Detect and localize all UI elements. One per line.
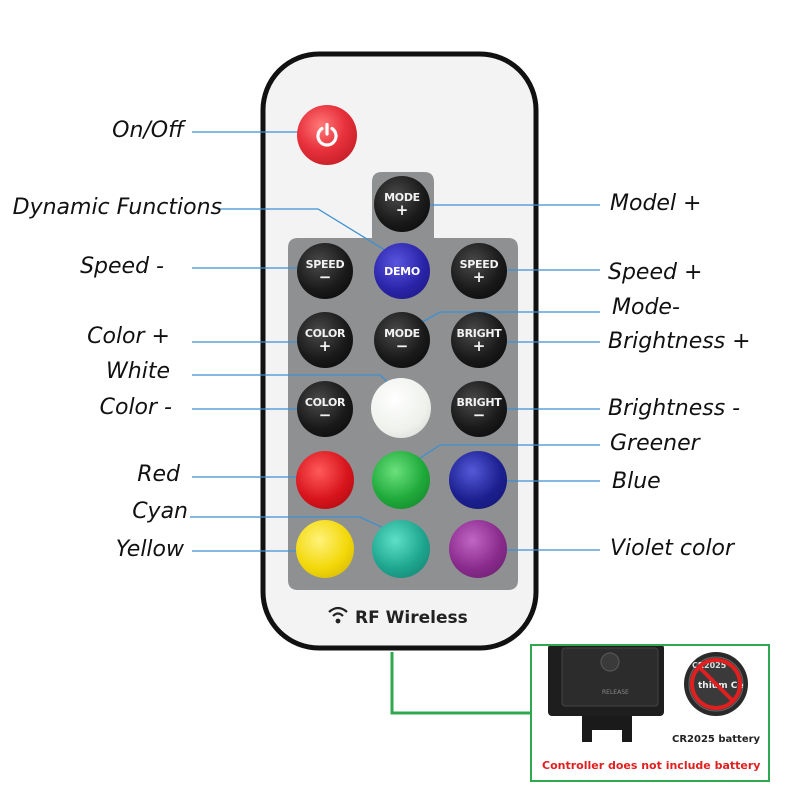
speed-plus-sign: + — [472, 267, 486, 286]
label-dynamic-functions: Dynamic Functions — [12, 195, 222, 220]
label-cyan: Cyan — [132, 499, 188, 524]
label-yellow: Yellow — [115, 537, 184, 562]
mode-plus-sign: + — [395, 200, 409, 219]
demo-label: DEMO — [384, 264, 420, 278]
rf-wireless-brand: RF Wireless — [355, 608, 468, 628]
bright-minus-sign: − — [472, 405, 486, 424]
coin-model-text: CR2025 — [692, 661, 727, 670]
label-mode-minus: Mode- — [612, 295, 680, 320]
color-minus-sign: − — [318, 405, 332, 424]
violet-button[interactable] — [449, 520, 507, 578]
mode-minus-label: MODE — [384, 326, 420, 340]
label-white: White — [106, 359, 170, 384]
label-on-off: On/Off — [112, 118, 184, 143]
bright-minus-label: BRIGHT — [456, 395, 502, 409]
speed-minus-sign: − — [318, 267, 332, 286]
speed-minus-button[interactable]: SPEED − — [297, 243, 353, 299]
battery-inset-drawing: RELEASE CR2025 thium Ce — [548, 646, 748, 742]
yellow-button[interactable] — [296, 520, 354, 578]
speed-plus-button[interactable]: SPEED + — [451, 243, 507, 299]
blue-button[interactable] — [449, 451, 507, 509]
speed-minus-label: SPEED — [305, 257, 345, 271]
white-button[interactable] — [371, 378, 431, 438]
label-speed-plus: Speed + — [608, 260, 703, 285]
compartment-release-text: RELEASE — [602, 689, 629, 696]
power-icon — [316, 122, 338, 147]
battery-coin-icon: CR2025 thium Ce — [684, 652, 748, 716]
label-model-plus: Model + — [610, 191, 702, 216]
color-plus-sign: + — [318, 336, 332, 355]
color-minus-button[interactable]: COLOR − — [297, 381, 353, 437]
label-brightness-minus: Brightness - — [608, 396, 741, 421]
label-blue: Blue — [612, 469, 661, 494]
bright-plus-button[interactable]: BRIGHT + — [451, 312, 507, 368]
battery-inset: RELEASE CR2025 thium Ce CR2025 battery C… — [530, 644, 770, 782]
mode-plus-label: MODE — [384, 190, 420, 204]
inset-connector — [390, 652, 532, 715]
power-button[interactable] — [297, 105, 357, 165]
label-brightness-plus: Brightness + — [608, 329, 751, 354]
color-minus-label: COLOR — [304, 395, 346, 409]
color-plus-label: COLOR — [304, 326, 346, 340]
bright-minus-button[interactable]: BRIGHT − — [451, 381, 507, 437]
bright-plus-label: BRIGHT — [456, 326, 502, 340]
red-button[interactable] — [296, 451, 354, 509]
cyan-button[interactable] — [372, 520, 430, 578]
mode-minus-button[interactable]: MODE − — [374, 312, 430, 368]
label-color-minus: Color - — [99, 395, 172, 420]
label-speed-minus: Speed - — [80, 254, 164, 279]
label-red: Red — [137, 462, 180, 487]
mode-minus-sign: − — [395, 336, 409, 355]
battery-type-label: CR2025 battery — [672, 734, 761, 745]
wireless-icon — [328, 606, 348, 624]
bright-plus-sign: + — [472, 336, 486, 355]
label-violet-color: Violet color — [610, 536, 735, 561]
color-plus-button[interactable]: COLOR + — [297, 312, 353, 368]
mode-plus-button[interactable]: MODE + — [374, 176, 430, 232]
green-button[interactable] — [372, 451, 430, 509]
battery-tray — [582, 716, 632, 742]
label-color-plus: Color + — [87, 324, 170, 349]
battery-notice: Controller does not include battery — [542, 759, 761, 772]
demo-button[interactable]: DEMO — [374, 243, 430, 299]
label-greener: Greener — [610, 431, 700, 456]
speed-plus-label: SPEED — [459, 257, 499, 271]
